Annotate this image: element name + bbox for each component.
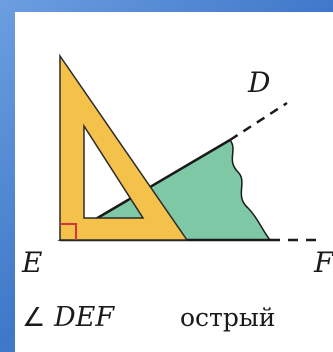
label-f: F — [313, 246, 333, 279]
label-e: E — [21, 246, 42, 279]
angle-name: DEF — [53, 302, 115, 333]
ray-ed-dashed — [229, 101, 288, 142]
angle-symbol: ∠ — [22, 303, 45, 333]
angle-sector — [57, 139, 272, 241]
label-d: D — [247, 66, 270, 99]
set-square — [59, 53, 189, 241]
right-angle-mark — [60, 223, 77, 240]
angle-description: острый — [180, 303, 275, 332]
